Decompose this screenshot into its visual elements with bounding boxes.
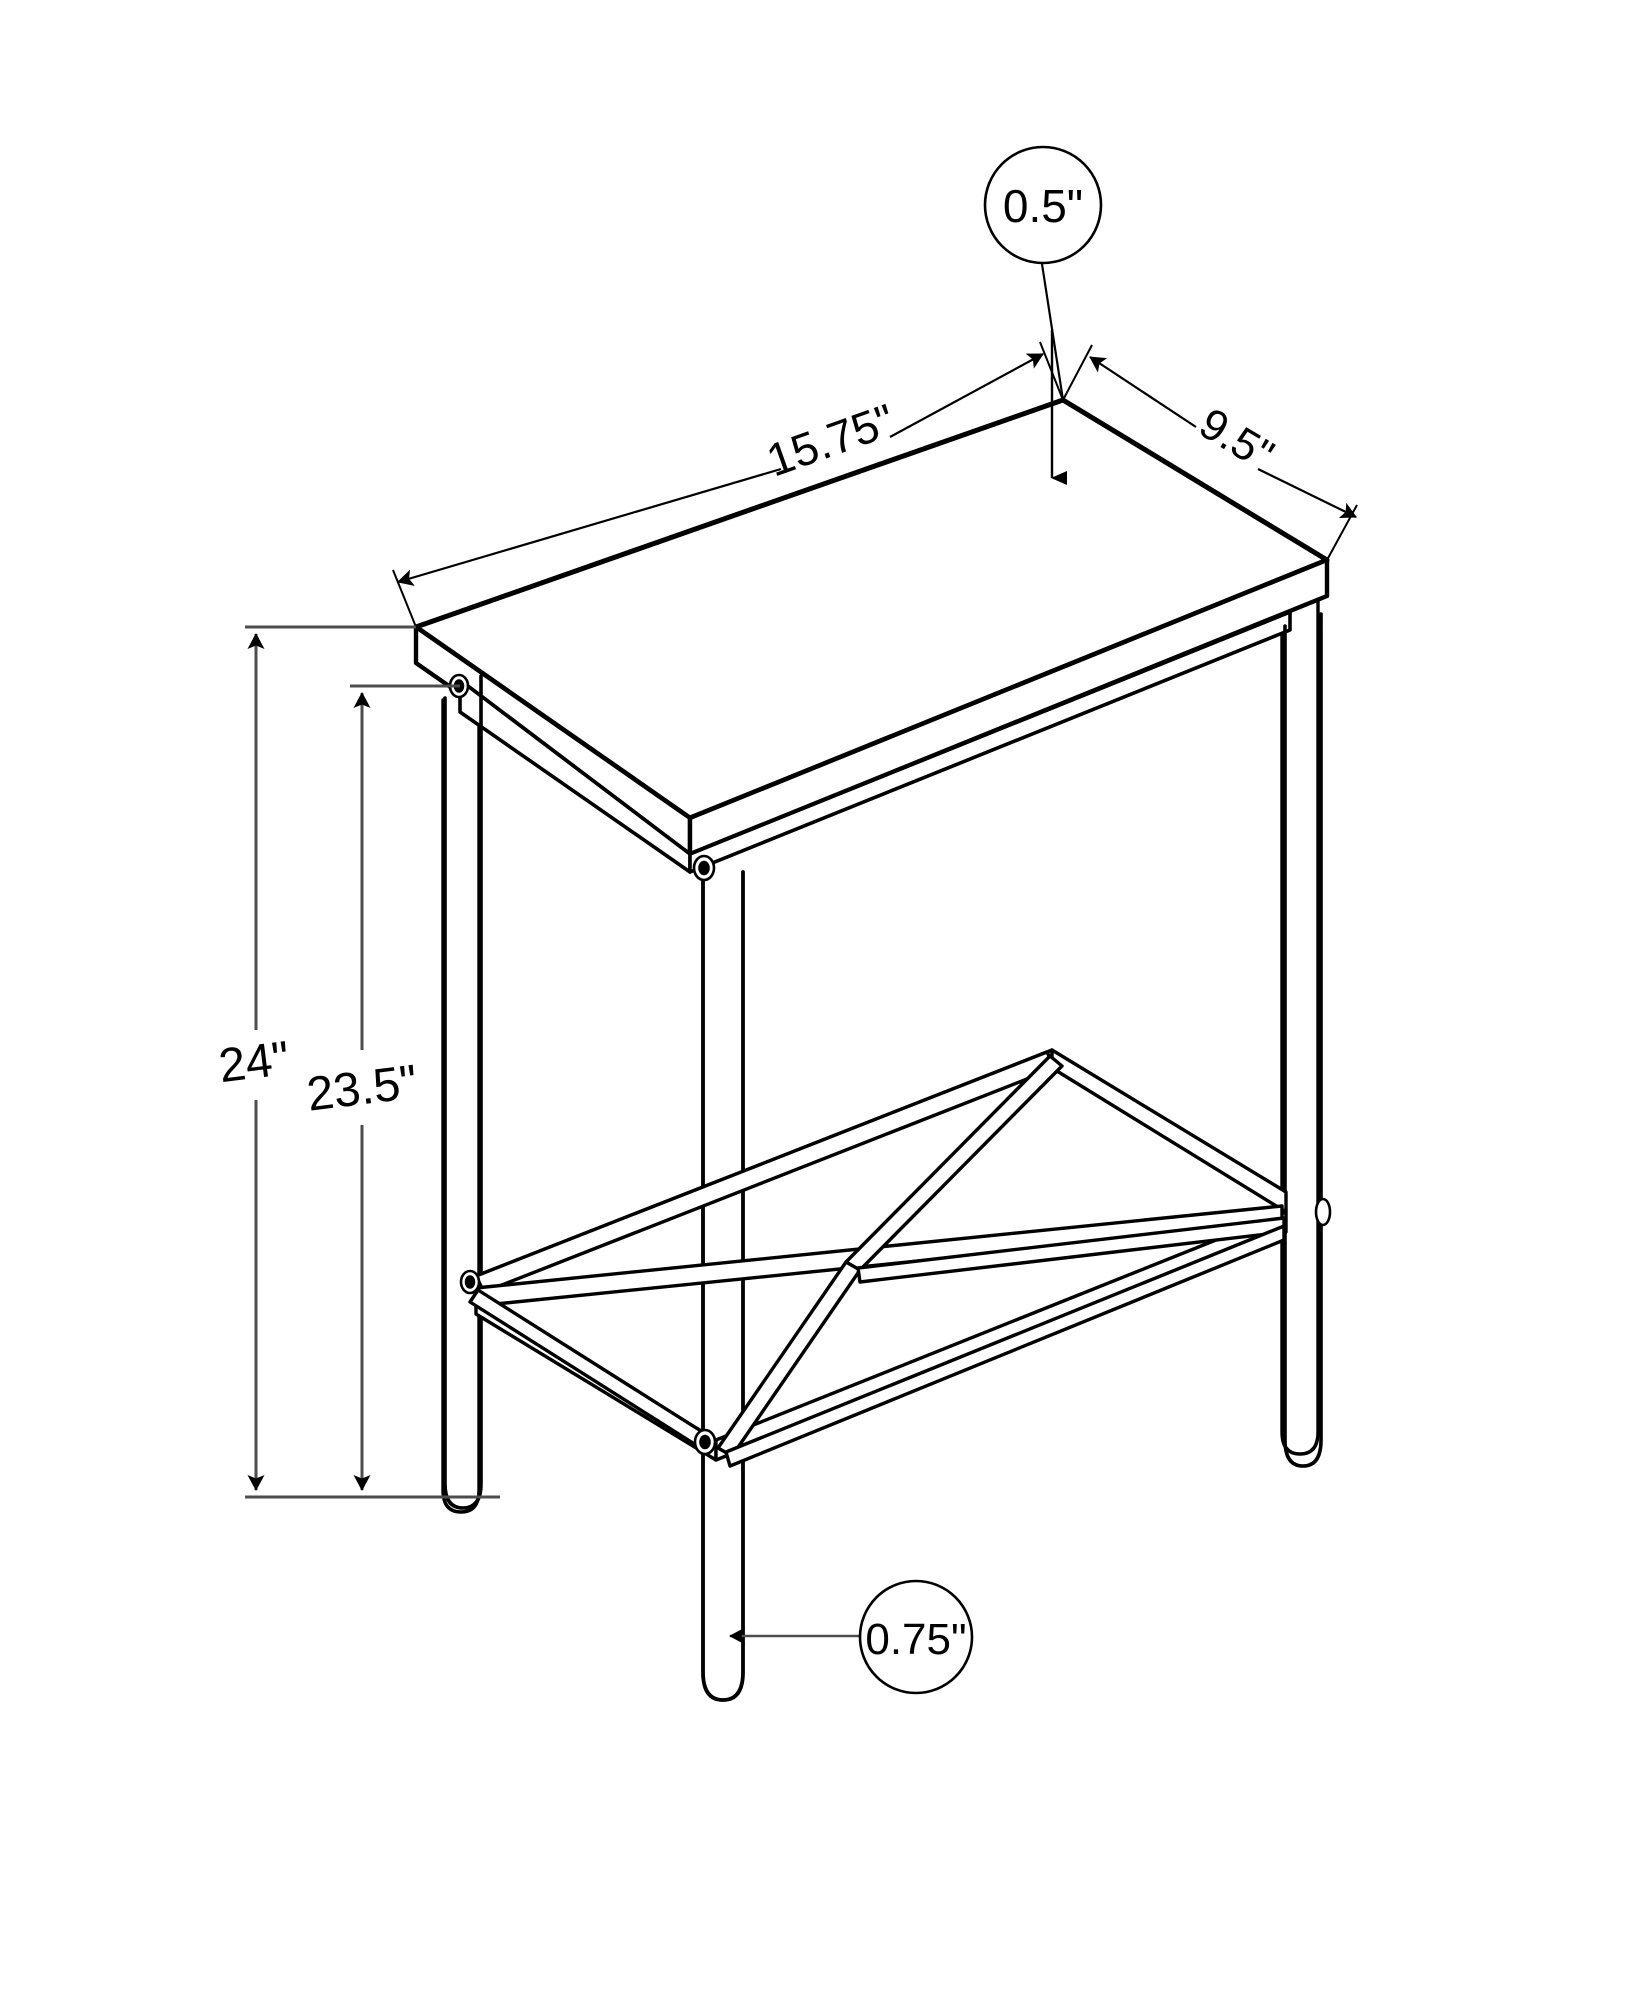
bolt-icon [1314, 1197, 1332, 1227]
dimension-line [1089, 356, 1197, 428]
leg-front-left [443, 674, 483, 1510]
balloon-circle [858, 1579, 974, 1695]
callout-label-thickness: 0.5" [1003, 180, 1083, 232]
extension-line [392, 569, 417, 628]
callout-label-leg: 0.75" [865, 1615, 966, 1664]
dimension-height-24: 24" [216, 625, 500, 1499]
balloon-circle [983, 145, 1103, 265]
leg-rear-right [1280, 590, 1320, 1456]
table-top [413, 397, 1330, 857]
dimension-line [1257, 468, 1357, 519]
lower-stretcher-frame [468, 1048, 1288, 1468]
bolt-icon [699, 1434, 711, 1450]
dimension-label-height: 24" [216, 1032, 292, 1093]
dimension-line [397, 467, 782, 586]
callout-leg-0-75: 0.75" [729, 1579, 974, 1695]
bolt-icon [464, 1275, 476, 1289]
extension-line [1062, 344, 1093, 401]
dimension-apron-height-23-5: 23.5" [304, 684, 500, 1499]
top-apron [458, 610, 1292, 874]
callout-thickness-0-5: 0.5" [983, 145, 1103, 485]
table-assembly [413, 397, 1332, 1702]
dimension-line [889, 353, 1044, 438]
leg-front-right [1283, 612, 1323, 1468]
bolt-icon [698, 860, 710, 876]
